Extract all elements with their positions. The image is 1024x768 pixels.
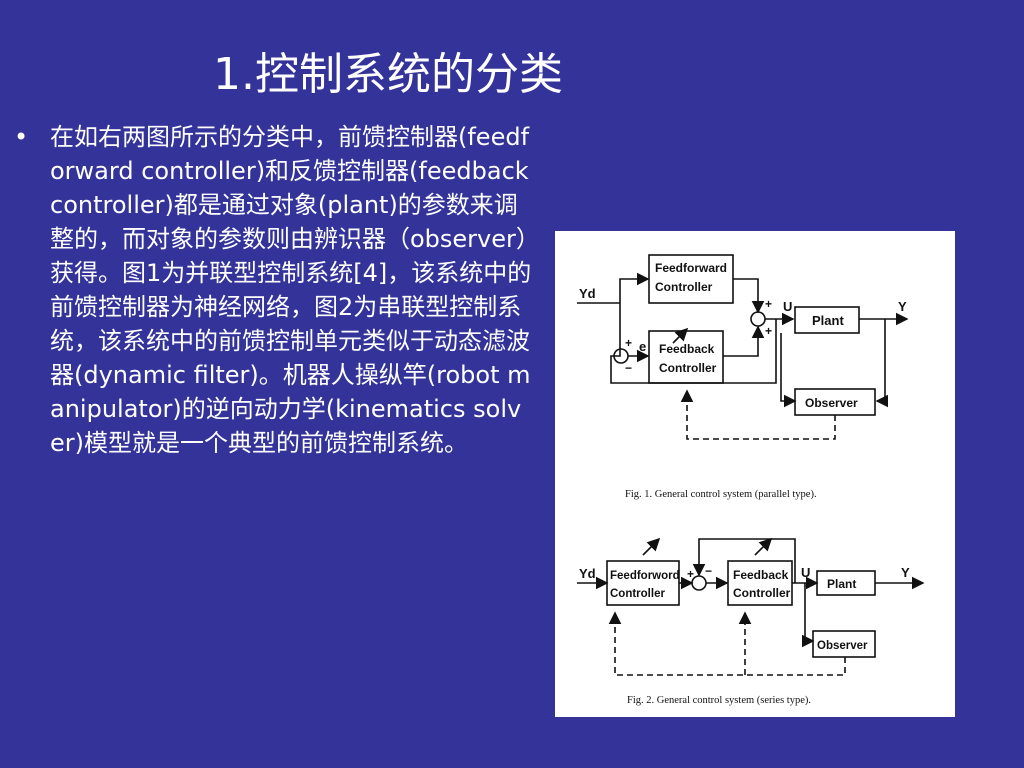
fig2-ff-label-2: Controller [610,588,665,600]
fig2-input-label: Yd [579,566,596,581]
fig1-ff-label-1: Feedforward [655,261,727,275]
control-diagrams: Yd Y U e Feedforward Controller Feedback… [577,254,925,706]
fig1-plant-box [794,306,860,334]
fig2-control-signal-label: U [801,565,810,580]
fig2-sum-junction [691,575,707,591]
fig1-sign-4: − [625,361,632,375]
fig2-fb-label-1: Feedback [733,568,789,582]
fig1-feedback-box [648,330,724,384]
fig2-sign-1: + [687,567,694,581]
fig1-ff-label-2: Controller [655,280,713,294]
fig2-sign-2: − [705,564,712,578]
fig2-fb-label-2: Controller [733,586,791,600]
fig1-control-signal-label: U [783,299,792,314]
figure-panel: Yd Y U e Feedforward Controller Feedback… [555,231,955,717]
bullet-text: 在如右两图所示的分类中，前馈控制器(feedforward controller… [50,123,532,457]
fig1-input-label: Yd [579,286,596,301]
slide-title: 1.控制系统的分类 [213,49,563,100]
fig1-sum-junction-2 [750,311,766,327]
fig1-sign-3: + [625,336,632,350]
fig1-fb-label-2: Controller [659,361,717,375]
fig1-output-label: Y [898,299,907,314]
fig2-ff-label-1: Feedforword [610,570,680,582]
fig2-output-label: Y [901,565,910,580]
fig2-observer-box [812,630,876,658]
fig2-observer-label: Observer [817,640,868,652]
fig1-sign-2: + [765,324,772,338]
fig1-error-label: e [639,339,646,354]
fig1-observer-label: Observer [805,396,858,410]
fig1-plant-label: Plant [812,313,844,328]
bullet-dot-icon: • [14,123,29,151]
fig2-caption: Fig. 2. General control system (series t… [627,695,811,706]
fig1-fb-label-1: Feedback [659,342,715,356]
fig1-caption: Fig. 1. General control system (parallel… [625,489,817,500]
fig2-plant-label: Plant [827,577,856,591]
fig1-sign-1: + [765,297,772,311]
